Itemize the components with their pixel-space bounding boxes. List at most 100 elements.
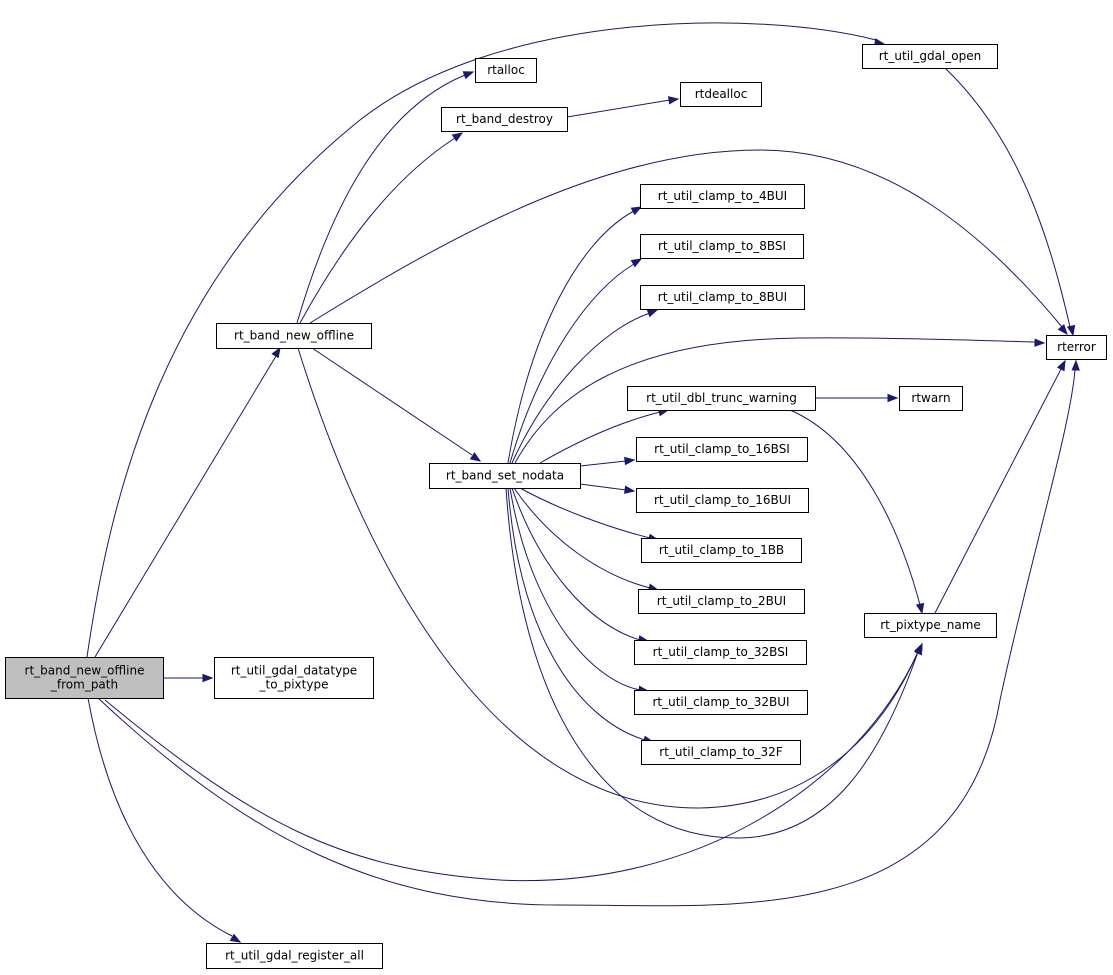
node-box[interactable] xyxy=(640,184,805,209)
node-box[interactable] xyxy=(864,613,997,638)
node-label: rt_util_clamp_to_8BUI xyxy=(658,290,787,304)
edge-root-to-rt_band_new_offline xyxy=(94,346,281,658)
edge-rt_band_set_nodata-to-rt_util_clamp_to_32F xyxy=(507,487,655,744)
edge-rt_band_new_offline-to-rterror xyxy=(309,149,1068,336)
edge-rt_util_dbl_trunc_warning-to-rt_pixtype_name xyxy=(789,409,925,615)
node-box[interactable] xyxy=(5,657,164,699)
node-rt_util_gdal_datatype_to_pixtype[interactable]: rt_util_gdal_datatype_to_pixtype xyxy=(214,657,374,699)
node-box[interactable] xyxy=(641,538,802,563)
node-label: rt_band_new_offline xyxy=(25,664,145,678)
node-box[interactable] xyxy=(627,386,816,411)
edge-rt_band_set_nodata-to-rt_util_clamp_to_16BSI xyxy=(579,456,636,467)
node-rt_util_clamp_to_16BUI[interactable]: rt_util_clamp_to_16BUI xyxy=(636,488,809,513)
edge-line xyxy=(94,355,277,658)
edge-line xyxy=(944,67,1071,328)
node-rt_band_destroy[interactable]: rt_band_destroy xyxy=(441,107,568,132)
node-rt_util_dbl_trunc_warning[interactable]: rt_util_dbl_trunc_warning xyxy=(627,386,816,411)
node-label: rtwarn xyxy=(911,391,950,405)
node-rt_pixtype_name[interactable]: rt_pixtype_name xyxy=(864,613,997,638)
edge-line xyxy=(579,460,627,467)
edge-line xyxy=(86,22,877,658)
node-label: _from_path xyxy=(50,678,118,692)
edge-root-to-rt_util_gdal_register_all xyxy=(87,697,242,943)
node-box[interactable] xyxy=(216,323,372,349)
node-box[interactable] xyxy=(636,488,809,513)
edge-line xyxy=(511,487,641,641)
node-label: rt_band_new_offline xyxy=(234,329,354,343)
edge-rt_band_set_nodata-to-rt_util_clamp_to_8BSI xyxy=(509,258,643,464)
edge-line xyxy=(507,210,635,464)
edge-line xyxy=(934,368,1062,614)
node-box[interactable] xyxy=(899,386,963,411)
node-label: rt_util_clamp_to_16BSI xyxy=(654,442,790,456)
edge-line xyxy=(104,651,919,882)
edge-line xyxy=(509,487,641,691)
node-label: rt_band_destroy xyxy=(456,112,553,126)
node-label: rt_util_gdal_register_all xyxy=(225,949,364,963)
node-rt_util_clamp_to_8BUI[interactable]: rt_util_clamp_to_8BUI xyxy=(640,285,805,310)
node-box[interactable] xyxy=(1046,335,1107,360)
node-rt_util_clamp_to_32BSI[interactable]: rt_util_clamp_to_32BSI xyxy=(634,640,807,665)
edge-line xyxy=(539,411,661,464)
edge-line xyxy=(97,369,1076,907)
node-box[interactable] xyxy=(634,690,808,715)
node-rt_band_set_nodata[interactable]: rt_band_set_nodata xyxy=(429,463,581,489)
edge-arrowhead xyxy=(229,933,242,943)
node-root[interactable]: rt_band_new_offline_from_path xyxy=(5,657,164,699)
edge-line xyxy=(299,137,456,324)
node-box[interactable] xyxy=(640,234,804,259)
node-label: rt_util_clamp_to_2BUI xyxy=(657,594,786,608)
nodes-layer: rt_band_new_offline_from_pathrtallocrt_b… xyxy=(5,44,1107,969)
edge-line xyxy=(509,263,635,464)
edge-line xyxy=(297,347,919,809)
edge-arrowhead xyxy=(462,71,475,80)
node-rt_util_clamp_to_4BUI[interactable]: rt_util_clamp_to_4BUI xyxy=(640,184,805,209)
node-box[interactable] xyxy=(441,107,568,132)
node-rt_util_clamp_to_32BUI[interactable]: rt_util_clamp_to_32BUI xyxy=(634,690,808,715)
edge-rt_band_set_nodata-to-rterror xyxy=(514,337,1046,464)
edge-arrowhead xyxy=(668,96,680,105)
edges-layer xyxy=(86,22,1080,943)
node-box[interactable] xyxy=(638,589,805,614)
node-rtdealloc[interactable]: rtdealloc xyxy=(680,82,762,107)
node-rt_util_clamp_to_16BSI[interactable]: rt_util_clamp_to_16BSI xyxy=(636,437,808,462)
edge-arrowhead xyxy=(624,485,636,494)
node-rtalloc[interactable]: rtalloc xyxy=(475,58,537,83)
node-rt_util_gdal_register_all[interactable]: rt_util_gdal_register_all xyxy=(206,943,383,969)
node-box[interactable] xyxy=(636,437,808,462)
node-label: rtalloc xyxy=(487,63,525,77)
node-label: rt_util_clamp_to_32BSI xyxy=(653,645,789,659)
edge-arrowhead xyxy=(914,643,923,656)
node-label: rt_util_clamp_to_16BUI xyxy=(654,493,791,507)
edge-rt_band_new_offline-to-rt_band_destroy xyxy=(299,132,464,324)
node-rt_util_clamp_to_2BUI[interactable]: rt_util_clamp_to_2BUI xyxy=(638,589,805,614)
node-rt_util_clamp_to_8BSI[interactable]: rt_util_clamp_to_8BSI xyxy=(640,234,804,259)
node-box[interactable] xyxy=(641,740,801,765)
node-rt_util_clamp_to_1BB[interactable]: rt_util_clamp_to_1BB xyxy=(641,538,802,563)
node-rt_util_gdal_open[interactable]: rt_util_gdal_open xyxy=(862,44,998,69)
edge-arrowhead xyxy=(630,258,643,268)
node-box[interactable] xyxy=(214,657,374,699)
node-box[interactable] xyxy=(634,640,807,665)
node-box[interactable] xyxy=(475,58,537,83)
edge-arrowhead xyxy=(202,673,214,683)
node-label: rtdealloc xyxy=(695,87,748,101)
node-rterror[interactable]: rterror xyxy=(1046,335,1107,360)
edge-arrowhead xyxy=(630,206,643,216)
edge-rt_band_set_nodata-to-rt_util_clamp_to_32BUI xyxy=(509,487,650,694)
edge-rt_band_set_nodata-to-rt_util_clamp_to_4BUI xyxy=(507,206,643,464)
edge-arrowhead xyxy=(1071,359,1080,371)
node-label: rt_util_clamp_to_32BUI xyxy=(652,695,789,709)
edge-line xyxy=(511,312,651,464)
edge-rt_band_new_offline-to-rt_pixtype_name xyxy=(297,347,923,809)
node-box[interactable] xyxy=(640,285,805,310)
node-box[interactable] xyxy=(206,943,383,969)
edge-line xyxy=(507,487,646,741)
node-rt_util_clamp_to_32F[interactable]: rt_util_clamp_to_32F xyxy=(641,740,801,765)
node-box[interactable] xyxy=(680,82,762,107)
node-rt_band_new_offline[interactable]: rt_band_new_offline xyxy=(216,323,372,349)
node-box[interactable] xyxy=(429,463,581,489)
node-rtwarn[interactable]: rtwarn xyxy=(899,386,963,411)
node-box[interactable] xyxy=(862,44,998,69)
